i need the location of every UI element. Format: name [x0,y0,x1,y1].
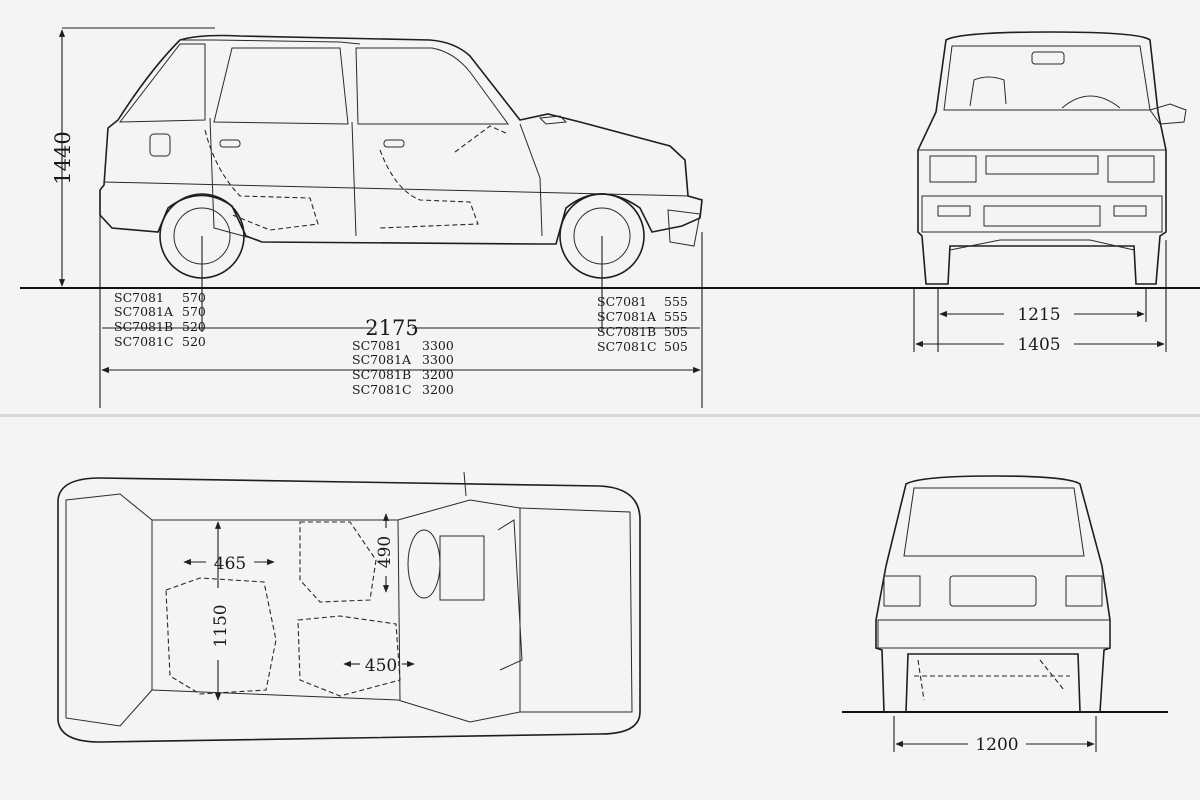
rear-seat-width-label: 465 [214,554,246,574]
rear-bumper [877,619,1111,649]
rear-track-label: 1200 [975,735,1018,755]
ro-value-2: 505 [664,324,688,339]
rear-seat-top [165,577,277,695]
rear-window-top [65,493,153,727]
front-door-edge [519,123,543,237]
ro-model-3: SC7081C [597,339,657,354]
len-model-1: SC7081A [352,352,412,367]
side-view: 1440 2175 SC7081 570 SC7081A 570 SC7081B… [20,27,1200,408]
front-left-seat-top [299,521,377,603]
fo-model-1: SC7081A [114,304,174,319]
len-model-3: SC7081C [352,382,412,397]
steering-wheel-front [1061,95,1121,109]
len-value-2: 3200 [422,367,454,382]
fo-value-0: 570 [182,290,206,305]
rear-door-handle [219,139,241,148]
right-headlight [1107,155,1155,183]
top-body-outline [57,477,641,743]
front-seat-width-label: 450 [365,656,397,676]
fo-model-2: SC7081B [114,319,173,334]
lower-grille [983,205,1101,227]
fuel-cap [149,133,171,157]
rear-seat-hidden [204,129,319,231]
b-pillar [351,121,357,237]
left-fog-light [937,205,971,217]
windshield [943,45,1151,111]
steering-hidden [454,125,509,153]
left-tail-light [883,575,921,607]
hood-top [519,507,633,713]
grille [985,155,1099,175]
front-bumper [921,195,1163,233]
steering-wheel-top [407,529,441,599]
fo-value-1: 570 [182,304,206,319]
len-model-2: SC7081B [352,367,411,382]
length-table: SC7081 3300 SC7081A 3300 SC7081B 3200 SC… [352,338,454,397]
front-overhang-table: SC7081 570 SC7081A 570 SC7081B 520 SC708… [114,290,206,349]
front-bumper-lower [667,209,701,247]
top-view: 465 1150 490 450 [57,471,641,743]
right-fog-light [1113,205,1147,217]
rear-view-mirror [1031,51,1065,65]
ro-model-1: SC7081A [597,309,657,324]
rear-seat-length-label: 1150 [211,604,231,647]
ro-value-0: 555 [664,294,688,309]
rear-overhang-table: SC7081 555 SC7081A 555 SC7081B 505 SC708… [597,294,688,354]
front-track-label: 1215 [1017,305,1060,325]
fo-value-2: 520 [182,319,206,334]
len-value-1: 3300 [422,352,454,367]
wheelbase-label: 2175 [365,316,418,340]
antenna [463,471,467,497]
rear-door-window [213,47,349,125]
front-seat-depth-label: 490 [375,536,395,568]
height-label: 1440 [51,131,75,184]
seat-headrest [969,76,1007,107]
side-mirror [538,115,568,125]
front-door-window [355,47,509,125]
rear-axle [914,659,1070,701]
front-view: 1215 1405 [913,31,1187,355]
len-model-0: SC7081 [352,338,402,353]
fo-model-3: SC7081C [114,334,174,349]
rear-body-outline [875,475,1111,713]
side-crease [103,181,691,197]
ro-model-2: SC7081B [597,324,656,339]
rear-quarter-window [118,43,206,123]
front-width-label: 1405 [1017,335,1060,355]
ro-value-1: 555 [664,309,688,324]
left-headlight [929,155,977,183]
right-tail-light [1065,575,1103,607]
side-mirror-front [1149,103,1187,125]
wiper-area [497,519,523,671]
paper-band [0,414,1200,417]
len-value-0: 3300 [422,338,454,353]
ro-value-3: 505 [664,339,688,354]
roof-top [151,499,521,723]
front-suspension [949,239,1135,251]
front-right-seat-top [297,615,401,697]
rear-window [903,487,1085,557]
fo-value-3: 520 [182,334,206,349]
front-door-handle [383,139,405,148]
roof-line [180,39,361,45]
rear-door-edge [209,117,259,241]
front-seat-hidden [379,149,479,229]
len-value-3: 3200 [422,382,454,397]
instrument-box [439,535,485,601]
license-plate [949,575,1037,607]
ro-model-0: SC7081 [597,294,647,309]
fo-model-0: SC7081 [114,290,164,305]
rear-view: 1200 [842,475,1168,755]
front-body-outline [917,31,1167,285]
